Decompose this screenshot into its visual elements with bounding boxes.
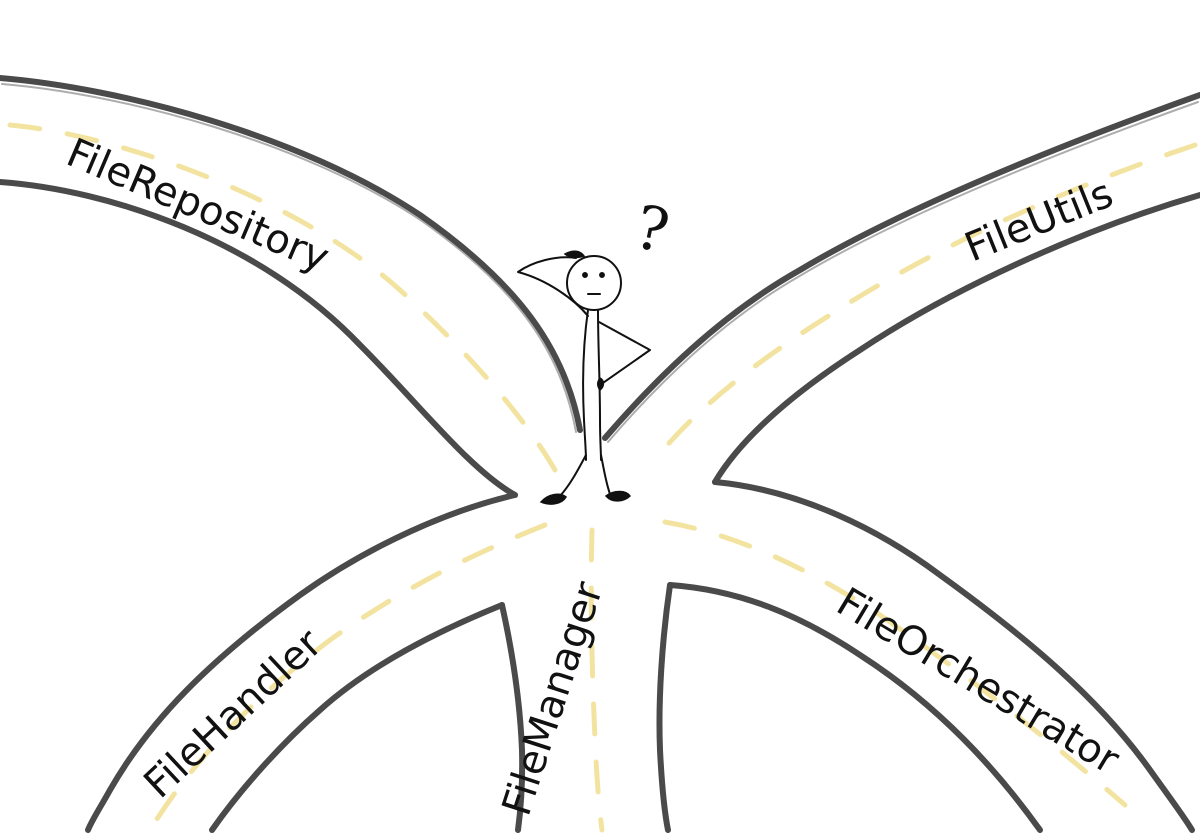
road-file-orchestrator-lane [662, 519, 1128, 808]
confused-stick-figure: ? [517, 192, 675, 505]
figure-raised-arm [517, 256, 589, 317]
figure-head [566, 255, 622, 311]
figure-right-foot [604, 490, 631, 502]
figure-body-right [597, 309, 602, 461]
road-file-repository-top-edge-shade [1, 83, 577, 433]
figure-hand-scratching [563, 250, 586, 259]
road-file-utils-top-edge [602, 92, 1200, 441]
figure-left-leg [559, 454, 587, 497]
road-file-handler-bottom-edge [209, 602, 505, 833]
road-file-utils-top-edge-shade [607, 101, 1199, 443]
road-file-manager-left-edge [499, 602, 526, 833]
figure-right-eye [599, 272, 605, 278]
road-file-manager [499, 527, 673, 833]
road-file-manager-right-edge [656, 582, 673, 833]
road-file-handler-lane [147, 522, 548, 833]
figure-left-foot [539, 493, 567, 505]
road-file-utils-lane [652, 142, 1198, 463]
figure-hip-arm [598, 321, 651, 386]
road-file-orchestrator-top-edge [712, 479, 1195, 833]
figure-hip-hand [597, 377, 605, 392]
road-file-repository [0, 75, 583, 498]
road-file-utils-bottom-edge [712, 192, 1200, 485]
road-file-orchestrator [662, 479, 1195, 833]
road-file-repository-bottom-edge [0, 179, 518, 498]
figure-right-leg [600, 454, 611, 495]
road-file-manager-lane [588, 527, 605, 833]
road-file-repository-lane [7, 122, 558, 473]
road-file-utils [602, 92, 1200, 485]
figure-left-eye [582, 272, 588, 278]
figure-body [582, 309, 589, 461]
road-file-handler [85, 492, 548, 833]
road-file-handler-top-edge [85, 492, 518, 833]
road-file-repository-top-edge [0, 75, 583, 433]
question-mark-icon: ? [629, 192, 675, 267]
road-file-orchestrator-bottom-edge [667, 582, 1043, 833]
road-label-file-manager: FileManager [494, 576, 613, 821]
